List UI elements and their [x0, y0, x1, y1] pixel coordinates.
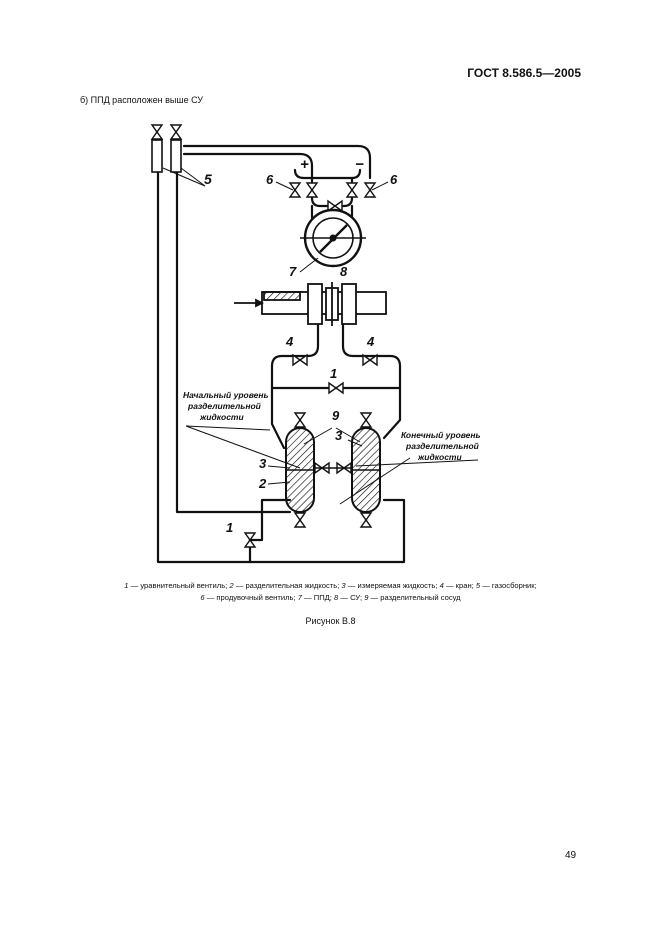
svg-text:Конечный уровень: Конечный уровень — [401, 430, 481, 440]
label-2: 2 — [258, 476, 267, 491]
label-4-left: 4 — [285, 334, 294, 349]
separating-vessel-left — [285, 427, 315, 513]
label-1-bottom: 1 — [226, 520, 233, 535]
figure-legend: 1 — уравнительный вентиль; 2 — разделите… — [0, 580, 661, 604]
svg-text:разделительной: разделительной — [187, 401, 262, 411]
label-5: 5 — [204, 171, 212, 187]
legend-line-2: 6 — продувочный вентиль; 7 — ППД; 8 — СУ… — [200, 593, 461, 602]
svg-text:жидкости: жидкости — [417, 452, 462, 462]
pipe-top-plus — [182, 152, 314, 180]
annotation-final-level: Конечный уровень разделительной жидкости — [401, 430, 481, 462]
svg-text:Начальный уровень: Начальный уровень — [183, 390, 269, 400]
label-plus: + — [300, 156, 309, 173]
pipe-plus-down — [270, 318, 320, 450]
legend-line-1: 1 — уравнительный вентиль; 2 — разделите… — [124, 581, 537, 590]
standard-header: ГОСТ 8.586.5—2005 — [467, 66, 581, 80]
label-3-right: 3 — [335, 428, 343, 443]
pressure-gauge — [300, 208, 366, 268]
gas-collector-left — [151, 139, 163, 173]
svg-text:жидкости: жидкости — [199, 412, 244, 422]
label-3-left: 3 — [259, 456, 267, 471]
pipe-left-inner — [175, 166, 292, 514]
orifice-assembly — [234, 282, 387, 326]
label-1-top: 1 — [330, 366, 337, 381]
label-9: 9 — [332, 408, 340, 423]
gas-collector-right — [170, 139, 182, 173]
pipe-top-minus — [182, 144, 372, 180]
figure-caption: Рисунок В.8 — [305, 616, 356, 626]
svg-text:разделительной: разделительной — [405, 441, 480, 451]
separating-vessel-right — [351, 427, 381, 513]
label-7: 7 — [289, 264, 297, 279]
page-number: 49 — [565, 850, 577, 861]
label-8: 8 — [340, 264, 348, 279]
label-minus: − — [355, 156, 364, 173]
label-6-left: 6 — [266, 172, 274, 187]
annotation-initial-level: Начальный уровень разделительной жидкост… — [183, 390, 269, 422]
pipe-left-long — [156, 136, 406, 564]
pipe-minus-down — [341, 318, 402, 440]
figure-subtitle: б) ППД расположен выше СУ — [80, 95, 204, 105]
label-4-right: 4 — [366, 334, 375, 349]
label-6-right: 6 — [390, 172, 398, 187]
